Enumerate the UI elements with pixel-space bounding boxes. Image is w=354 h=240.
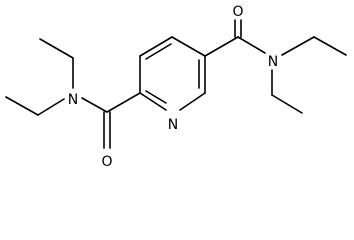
pyridine-ring — [139, 36, 206, 111]
bond — [37, 98, 65, 116]
bond — [313, 36, 347, 56]
bond — [106, 92, 141, 113]
ring-bond — [171, 36, 206, 57]
bond — [5, 96, 39, 116]
bond — [237, 36, 266, 54]
ring-bond-inner — [145, 43, 172, 60]
left-amide — [5, 38, 141, 149]
ring-bond — [139, 36, 173, 57]
molecule-structure: O N N N O — [5, 4, 347, 170]
nitrogen-atom-label: N — [68, 92, 78, 108]
bond — [39, 38, 74, 59]
atom-labels: O N N N O — [68, 4, 278, 170]
bond — [271, 94, 303, 114]
oxygen-atom-label: O — [232, 4, 243, 20]
ring-bond — [179, 92, 206, 111]
bond — [81, 97, 108, 113]
ring-bond-inner — [145, 90, 167, 104]
bond — [281, 36, 315, 56]
nitrogen-atom-label: N — [268, 54, 278, 70]
right-amide — [204, 19, 347, 114]
oxygen-atom-label: O — [101, 154, 112, 170]
nitrogen-atom-label: N — [168, 117, 178, 133]
bond — [204, 36, 239, 57]
ring-bond — [139, 92, 167, 111]
